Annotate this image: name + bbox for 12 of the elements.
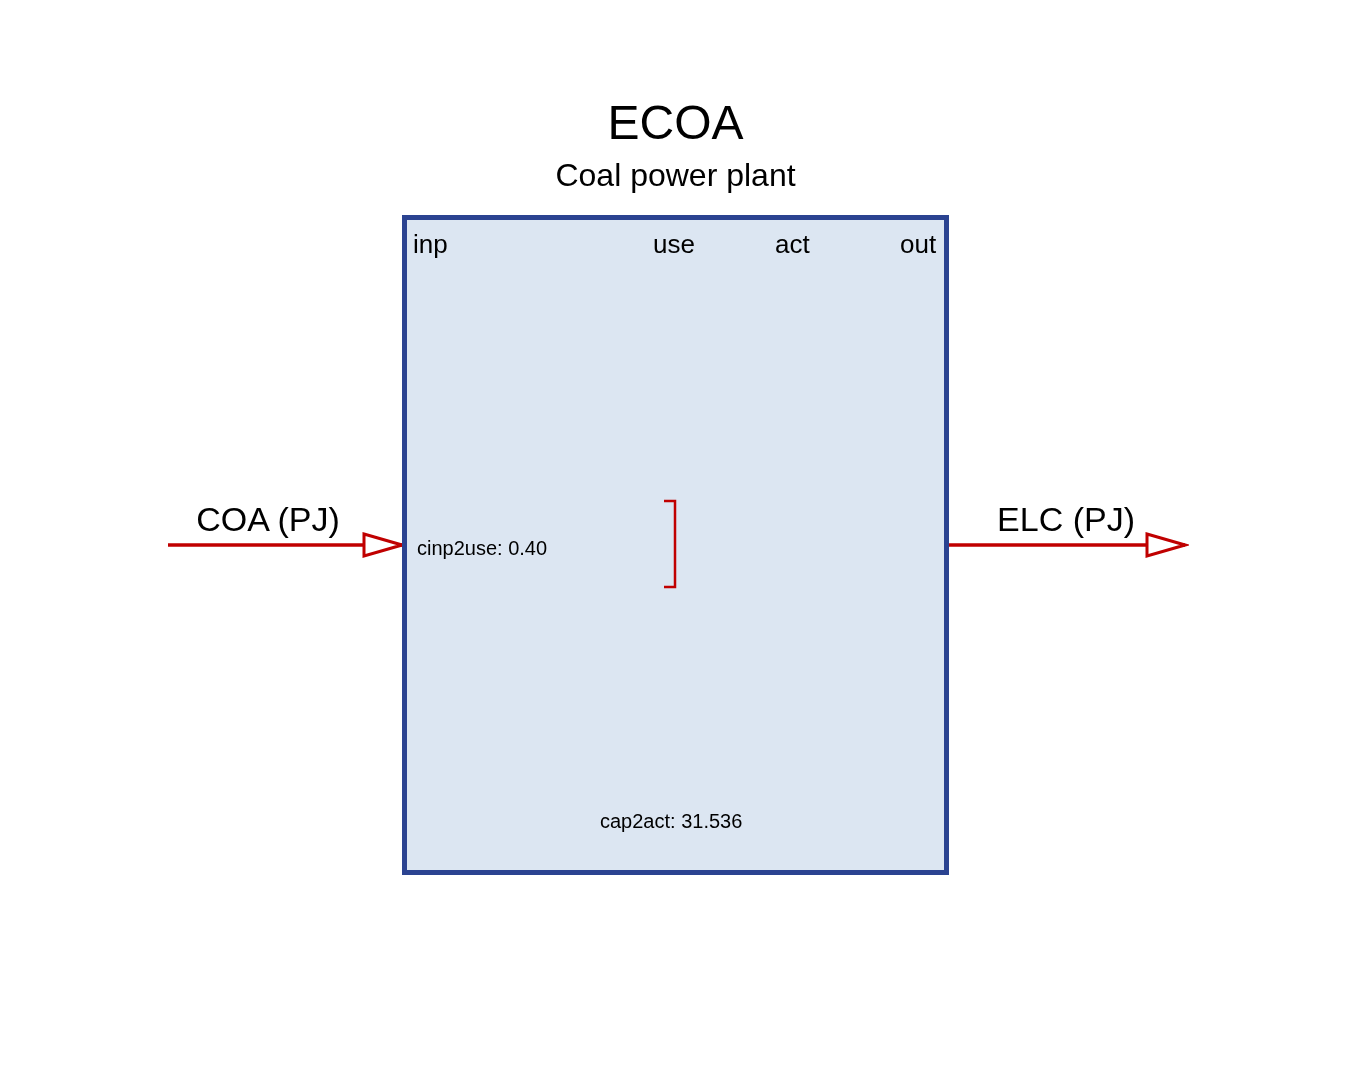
column-header: out [900,230,937,260]
arrow [168,532,404,558]
node-title: ECOA [607,95,744,151]
column-header: act [775,230,810,260]
commodity-label: COA (PJ) [196,500,340,540]
column-header: use [653,230,695,260]
arrow [949,532,1187,558]
parameter-label: cap2act: 31.536 [600,810,743,833]
commodity-label: ELC (PJ) [997,500,1135,540]
parameter-label: cinp2use: 0.40 [417,537,548,560]
node-subtitle: Coal power plant [555,156,796,194]
column-header: inp [413,230,448,260]
